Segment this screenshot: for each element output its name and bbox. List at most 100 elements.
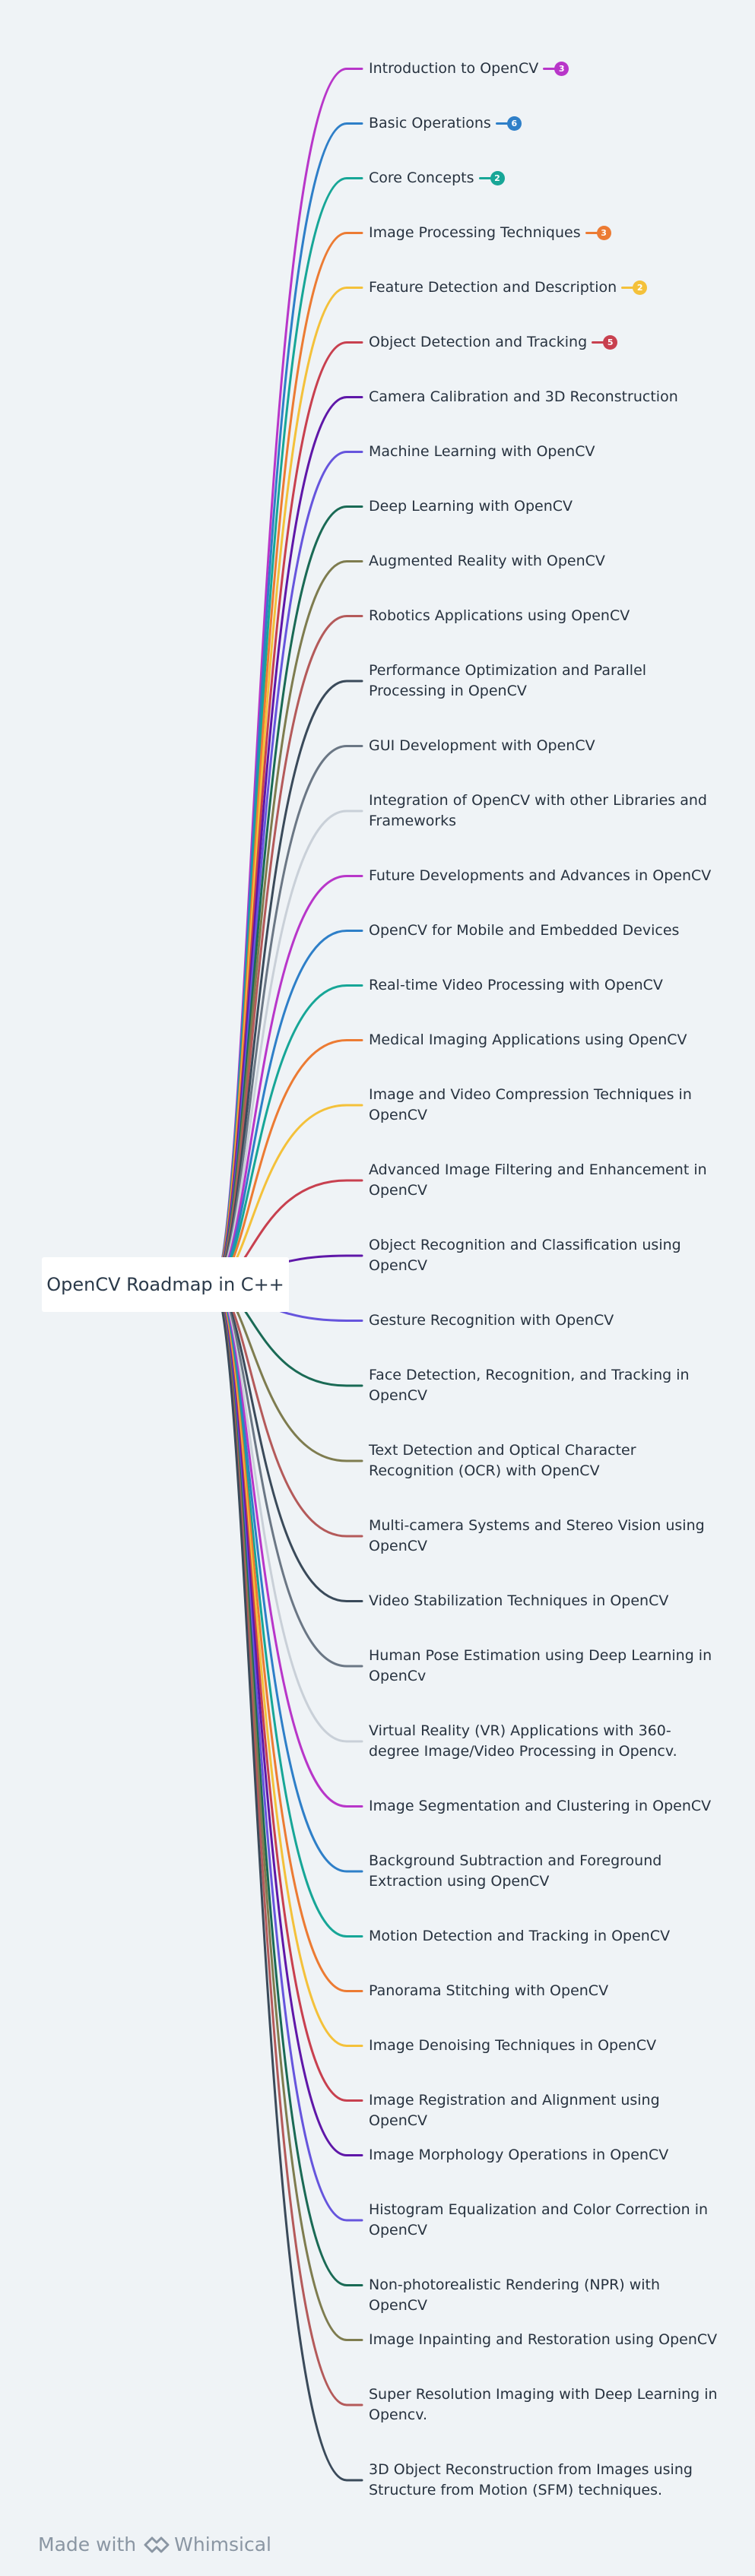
child-node[interactable]: Performance Optimization and Parallel Pr… [369, 661, 719, 702]
badge-connector [592, 341, 604, 344]
whimsical-brand[interactable]: Whimsical [144, 2533, 271, 2555]
child-node[interactable]: Camera Calibration and 3D Reconstruction [369, 387, 719, 407]
child-node-label: Image Denoising Techniques in OpenCV [369, 2037, 657, 2054]
child-node-label: Feature Detection and Description [369, 279, 617, 296]
child-node[interactable]: Core Concepts 2 [369, 168, 719, 189]
child-node-label: Future Developments and Advances in Open… [369, 867, 712, 884]
child-node[interactable]: OpenCV for Mobile and Embedded Devices [369, 920, 719, 941]
badge-connector [543, 68, 556, 70]
child-node-label: Super Resolution Imaging with Deep Learn… [369, 2386, 718, 2423]
child-node-label: Histogram Equalization and Color Correct… [369, 2201, 709, 2239]
child-node-label: Object Recognition and Classification us… [369, 1237, 681, 1274]
child-node[interactable]: Motion Detection and Tracking in OpenCV [369, 1926, 719, 1947]
child-node[interactable]: Panorama Stitching with OpenCV [369, 1981, 719, 2001]
child-node[interactable]: Human Pose Estimation using Deep Learnin… [369, 1646, 719, 1687]
child-node[interactable]: Augmented Reality with OpenCV [369, 551, 719, 572]
child-node-label: Human Pose Estimation using Deep Learnin… [369, 1647, 712, 1684]
whimsical-logo-icon [144, 2536, 170, 2553]
badge-connector [585, 232, 598, 234]
child-node[interactable]: Super Resolution Imaging with Deep Learn… [369, 2384, 719, 2425]
child-node-label: Medical Imaging Applications using OpenC… [369, 1031, 687, 1048]
child-node[interactable]: Image Segmentation and Clustering in Ope… [369, 1796, 719, 1817]
child-node[interactable]: Integration of OpenCV with other Librari… [369, 791, 719, 832]
child-node-label: Robotics Applications using OpenCV [369, 607, 630, 624]
child-node[interactable]: Image Morphology Operations in OpenCV [369, 2145, 719, 2166]
child-node[interactable]: Video Stabilization Techniques in OpenCV [369, 1591, 719, 1611]
child-node[interactable]: Image Denoising Techniques in OpenCV [369, 2036, 719, 2056]
child-node[interactable]: Virtual Reality (VR) Applications with 3… [369, 1721, 719, 1762]
child-node[interactable]: Feature Detection and Description 2 [369, 277, 719, 298]
child-node-label: Augmented Reality with OpenCV [369, 553, 605, 569]
child-node[interactable]: Deep Learning with OpenCV [369, 496, 719, 517]
child-node-label: Integration of OpenCV with other Librari… [369, 792, 707, 829]
child-node-label: Core Concepts [369, 170, 474, 186]
child-node-label: Advanced Image Filtering and Enhancement… [369, 1161, 707, 1199]
collapsed-count-indicator[interactable]: 2 [478, 171, 505, 185]
child-node-label: OpenCV for Mobile and Embedded Devices [369, 922, 680, 939]
collapsed-count-indicator[interactable]: 3 [585, 226, 611, 240]
child-node[interactable]: Machine Learning with OpenCV [369, 442, 719, 462]
child-node-label: Virtual Reality (VR) Applications with 3… [369, 1722, 677, 1760]
child-node[interactable]: Image Registration and Alignment using O… [369, 2090, 719, 2131]
child-node[interactable]: Face Detection, Recognition, and Trackin… [369, 1365, 719, 1406]
badge-connector [478, 177, 491, 179]
connector-line [211, 1283, 363, 2482]
child-node[interactable]: GUI Development with OpenCV [369, 736, 719, 756]
collapsed-count-badge: 3 [554, 62, 569, 76]
root-node-label: OpenCV Roadmap in C++ [46, 1274, 284, 1295]
child-node-label: 3D Object Reconstruction from Images usi… [369, 2461, 693, 2498]
root-node[interactable]: OpenCV Roadmap in C++ [42, 1257, 289, 1312]
child-node[interactable]: Future Developments and Advances in Open… [369, 866, 719, 886]
collapsed-count-badge: 2 [633, 280, 648, 295]
child-node-label: Deep Learning with OpenCV [369, 498, 573, 515]
child-node-label: GUI Development with OpenCV [369, 737, 595, 754]
child-node[interactable]: Image Inpainting and Restoration using O… [369, 2330, 719, 2350]
collapsed-count-indicator[interactable]: 3 [543, 62, 569, 76]
child-node-label: Panorama Stitching with OpenCV [369, 1982, 609, 1999]
child-node-label: Gesture Recognition with OpenCV [369, 1312, 614, 1329]
child-node[interactable]: Gesture Recognition with OpenCV [369, 1310, 719, 1331]
child-node-label: Introduction to OpenCV [369, 60, 539, 77]
child-node[interactable]: Image and Video Compression Techniques i… [369, 1085, 719, 1126]
child-node[interactable]: Object Detection and Tracking 5 [369, 332, 719, 353]
child-node-label: Non-photorealistic Rendering (NPR) with … [369, 2277, 661, 2314]
child-node[interactable]: Object Recognition and Classification us… [369, 1235, 719, 1276]
connector-line [211, 68, 363, 1286]
child-node-label: Motion Detection and Tracking in OpenCV [369, 1928, 671, 1944]
connector-line [211, 810, 363, 1286]
child-node-label: Image and Video Compression Techniques i… [369, 1086, 692, 1123]
collapsed-count-badge: 6 [506, 116, 522, 131]
collapsed-count-indicator[interactable]: 6 [495, 116, 522, 131]
badge-connector [621, 287, 634, 289]
collapsed-count-indicator[interactable]: 2 [621, 280, 648, 295]
collapsed-count-indicator[interactable]: 5 [592, 335, 618, 350]
child-node[interactable]: Medical Imaging Applications using OpenC… [369, 1030, 719, 1050]
whimsical-brand-label: Whimsical [174, 2533, 271, 2555]
child-node-label: Machine Learning with OpenCV [369, 443, 595, 460]
child-node-label: Object Detection and Tracking [369, 334, 588, 350]
child-node-label: Multi-camera Systems and Stereo Vision u… [369, 1517, 705, 1554]
child-node-label: Background Subtraction and Foreground Ex… [369, 1852, 662, 1890]
child-node[interactable]: 3D Object Reconstruction from Images usi… [369, 2460, 719, 2501]
child-node[interactable]: Advanced Image Filtering and Enhancement… [369, 1160, 719, 1201]
child-node-label: Performance Optimization and Parallel Pr… [369, 662, 647, 699]
collapsed-count-badge: 5 [603, 335, 618, 350]
badge-connector [495, 122, 508, 125]
collapsed-count-badge: 3 [596, 226, 611, 240]
child-node[interactable]: Real-time Video Processing with OpenCV [369, 975, 719, 996]
child-node[interactable]: Histogram Equalization and Color Correct… [369, 2200, 719, 2241]
child-node-label: Image Inpainting and Restoration using O… [369, 2331, 718, 2348]
child-node[interactable]: Background Subtraction and Foreground Ex… [369, 1851, 719, 1892]
child-node[interactable]: Robotics Applications using OpenCV [369, 606, 719, 626]
child-node[interactable]: Text Detection and Optical Character Rec… [369, 1440, 719, 1481]
child-node-label: Camera Calibration and 3D Reconstruction [369, 388, 678, 405]
child-node[interactable]: Non-photorealistic Rendering (NPR) with … [369, 2275, 719, 2316]
child-node-label: Real-time Video Processing with OpenCV [369, 977, 663, 993]
child-node-label: Face Detection, Recognition, and Trackin… [369, 1367, 690, 1404]
child-node[interactable]: Multi-camera Systems and Stereo Vision u… [369, 1516, 719, 1557]
child-node[interactable]: Introduction to OpenCV 3 [369, 59, 719, 79]
